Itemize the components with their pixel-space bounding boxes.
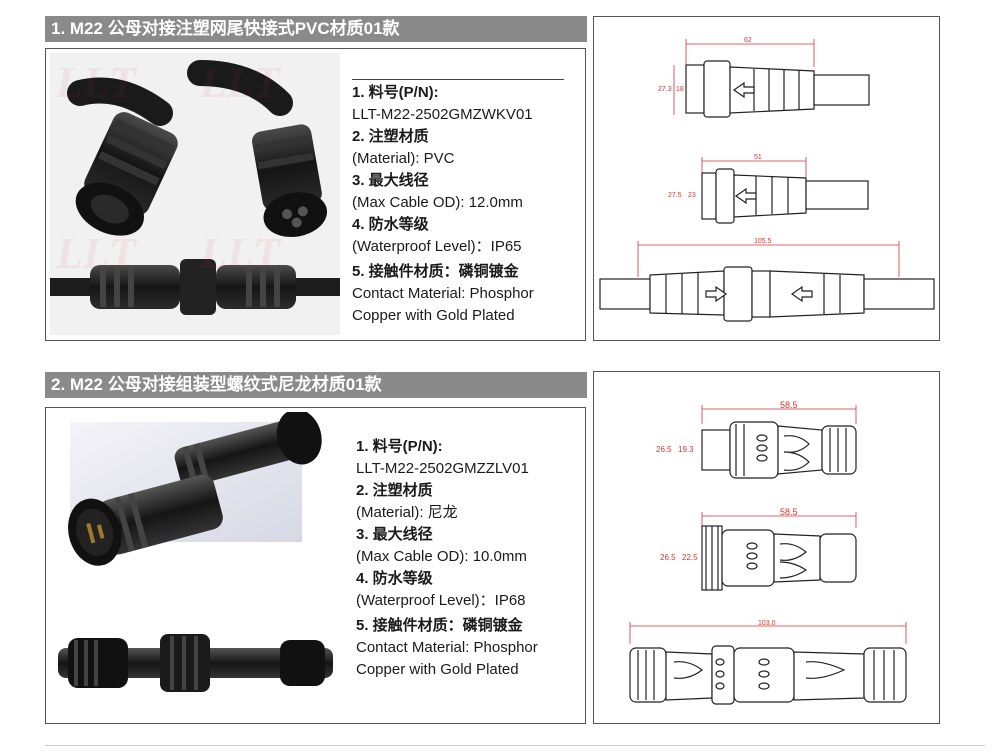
dim-label: 27.5: [668, 192, 682, 199]
cable-od-label: 3. 最大线径: [356, 526, 433, 543]
material-label: 2. 注塑材质: [352, 128, 429, 145]
connector-photo-illustration: [50, 60, 340, 315]
waterproof-value: (Waterproof Level)：IP68: [356, 592, 526, 609]
section-title: 2. M22 公母对接组装型螺纹式尼龙材质01款: [45, 372, 587, 398]
section-title: 1. M22 公母对接注塑网尾快接式PVC材质01款: [45, 16, 587, 42]
dim-label: 26.5: [660, 553, 676, 562]
connector-photo-illustration: [58, 412, 333, 692]
dim-label: 58.5: [780, 400, 798, 410]
product-photo: LLT LLT LLT LLT: [50, 53, 340, 335]
watermark: LLT: [200, 229, 280, 278]
dimension-drawing: 58.5 26.5 19.3 58.5 26.5 22.5: [629, 400, 907, 705]
waterproof-label: 4. 防水等级: [356, 570, 433, 587]
watermark: LLT: [56, 58, 136, 107]
cable-od-value: (Max Cable OD): 10.0mm: [356, 548, 527, 565]
part-number-label: 1. 料号(P/N):: [356, 438, 443, 455]
dim-label: 103.0: [758, 620, 776, 627]
spec-list: 1. 料号(P/N): LLT-M22-2502GMZWKV01 2. 注塑材质…: [352, 79, 577, 327]
part-number-value: LLT-M22-2502GMZZLV01: [356, 460, 529, 477]
watermark: LLT: [200, 58, 280, 107]
dim-label: 26.5: [656, 445, 672, 454]
dim-label: 27.3: [658, 86, 672, 93]
contact-material-line2: Copper with Gold Plated: [352, 307, 515, 324]
spec-divider: [352, 79, 564, 80]
product-info-panel: 1. 料号(P/N): LLT-M22-2502GMZZLV01 2. 注塑材质…: [45, 407, 586, 724]
cable-od-label: 3. 最大线径: [352, 172, 429, 189]
spec-list: 1. 料号(P/N): LLT-M22-2502GMZZLV01 2. 注塑材质…: [356, 436, 581, 681]
watermark: LLT: [56, 229, 136, 278]
product-info-panel: LLT LLT LLT LLT: [45, 48, 586, 341]
dim-label: 58.5: [780, 507, 798, 517]
cable-od-value: (Max Cable OD): 12.0mm: [352, 194, 523, 211]
dim-label: 62: [744, 37, 752, 44]
contact-material-line1: Contact Material: Phosphor: [356, 639, 538, 656]
product-photo: [50, 412, 340, 718]
material-value: (Material): PVC: [352, 150, 455, 167]
material-value: (Material): 尼龙: [356, 504, 458, 521]
dim-label: 51: [754, 154, 762, 161]
dimension-drawing: 62 27.3 18 51 27.5 23: [599, 37, 935, 322]
footer-divider: [45, 745, 985, 746]
dim-label: 18: [676, 86, 684, 93]
waterproof-value: (Waterproof Level)：IP65: [352, 238, 522, 255]
technical-drawing-panel: 58.5 26.5 19.3 58.5 26.5 22.5: [593, 371, 940, 724]
dim-label: 23: [688, 192, 696, 199]
contact-material-line2: Copper with Gold Plated: [356, 661, 519, 678]
contact-material-label: 5. 接触件材质：磷铜镀金: [356, 617, 523, 634]
contact-material-label: 5. 接触件材质：磷铜镀金: [352, 263, 519, 280]
part-number-label: 1. 料号(P/N):: [352, 84, 439, 101]
contact-material-line1: Contact Material: Phosphor: [352, 285, 534, 302]
waterproof-label: 4. 防水等级: [352, 216, 429, 233]
dim-label: 19.3: [678, 445, 694, 454]
part-number-value: LLT-M22-2502GMZWKV01: [352, 106, 533, 123]
dim-label: 105.5: [754, 238, 772, 245]
dim-label: 22.5: [682, 553, 698, 562]
technical-drawing-panel: 62 27.3 18 51 27.5 23: [593, 16, 940, 341]
material-label: 2. 注塑材质: [356, 482, 433, 499]
